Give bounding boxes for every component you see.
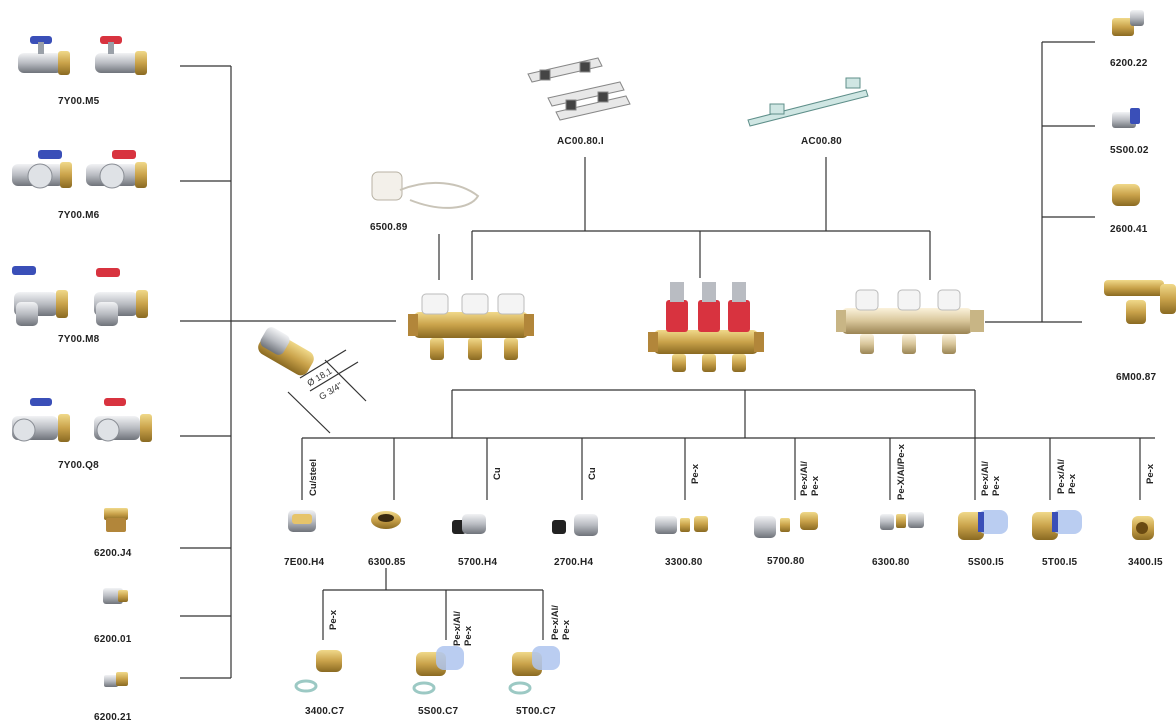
code-label: 6200.22 [1110,58,1148,69]
code-label: 3300.80 [665,557,703,568]
fitting-3400-c7 [294,650,342,693]
bracket-ac0080i [527,57,631,121]
pipe-label: Pe-x/Al/Pe-x [1056,459,1078,494]
ball-valve-pair-q8 [12,398,152,442]
code-label: 6300.80 [872,557,910,568]
fitting-5s00-c7 [412,646,464,695]
pipe-label: Pe-x/Al/Pe-x [452,611,474,646]
fitting-5700-80 [754,512,818,538]
code-label: 6M00.87 [1116,372,1157,383]
code-label: 6200.J4 [94,548,132,559]
pipe-label: Pe-x [1145,463,1156,484]
pipe-label: Pe-x/Al/Pe-x [799,461,821,496]
ball-valve-pair-m5 [18,36,147,75]
code-label: 3400.C7 [305,706,345,717]
code-label: 5700.80 [767,556,805,567]
manifold-center [648,282,764,372]
cap-2600-41 [1112,184,1140,206]
pipe-label: Pe-x [328,609,339,630]
code-label: 5T00.C7 [516,706,556,717]
pipe-label: Cu/steel [308,459,319,496]
pipe-label: Cu [492,467,503,480]
code-label: AC00.80 [801,136,842,147]
manifold-right [836,289,984,354]
code-label: 5S00.C7 [418,706,459,717]
fitting-7e00-h4 [288,510,316,532]
code-label: 7Y00.M8 [58,334,100,345]
dimension-fitting [258,327,314,376]
fitting-5700-h4 [452,514,486,534]
manifold-left [408,293,534,360]
pipe-label: Pe-x/Al/Pe-x [550,605,572,640]
actuator-6500-89 [371,171,480,209]
code-label: 7E00.H4 [284,557,325,568]
code-label: 7Y00.M6 [58,210,100,221]
fitting-6m00-87 [1104,280,1176,324]
fitting-5s00-i5 [958,510,1008,540]
fitting-5t00-i5 [1032,510,1082,540]
code-label: 5T00.I5 [1042,557,1078,568]
code-label: 6300.85 [368,557,406,568]
code-label: 5S00.I5 [968,557,1004,568]
code-label: 5S00.02 [1110,145,1149,156]
pipe-label: Cu [587,467,598,480]
pipe-label: Pe-x/Al/Pe-x [980,461,1002,496]
fitting-3300-80 [655,516,708,534]
fitting-6200-21 [104,672,128,687]
code-label: 3400.I5 [1128,557,1163,568]
fitting-6200-01 [103,588,128,604]
code-label: 7Y00.Q8 [58,460,99,471]
code-label: 7Y00.M5 [58,96,100,107]
code-label: 5700.H4 [458,557,498,568]
fitting-3400-i5 [1132,516,1154,540]
bracket-ac0080 [747,77,869,127]
fitting-6200-22 [1112,10,1144,36]
code-label: 2600.41 [1110,224,1148,235]
ball-valve-pair-m6 [12,150,147,189]
code-label: 6200.01 [94,634,132,645]
fitting-5t00-c7 [508,646,560,695]
fitting-6200-j4 [104,508,128,532]
fitting-5s00-02 [1112,108,1140,128]
code-label: 6200.21 [94,712,132,723]
fitting-2700-h4 [552,514,598,536]
fitting-6300-80 [880,512,924,530]
pipe-label: Pe-x [690,463,701,484]
pipe-label: Pe-X/Al/Pe-x [896,444,907,500]
ball-valve-pair-m8 [12,266,148,326]
code-label: 6500.89 [370,222,408,233]
code-label: 2700.H4 [554,557,594,568]
ring-6300-85 [371,511,401,529]
code-label: AC00.80.I [557,136,604,147]
